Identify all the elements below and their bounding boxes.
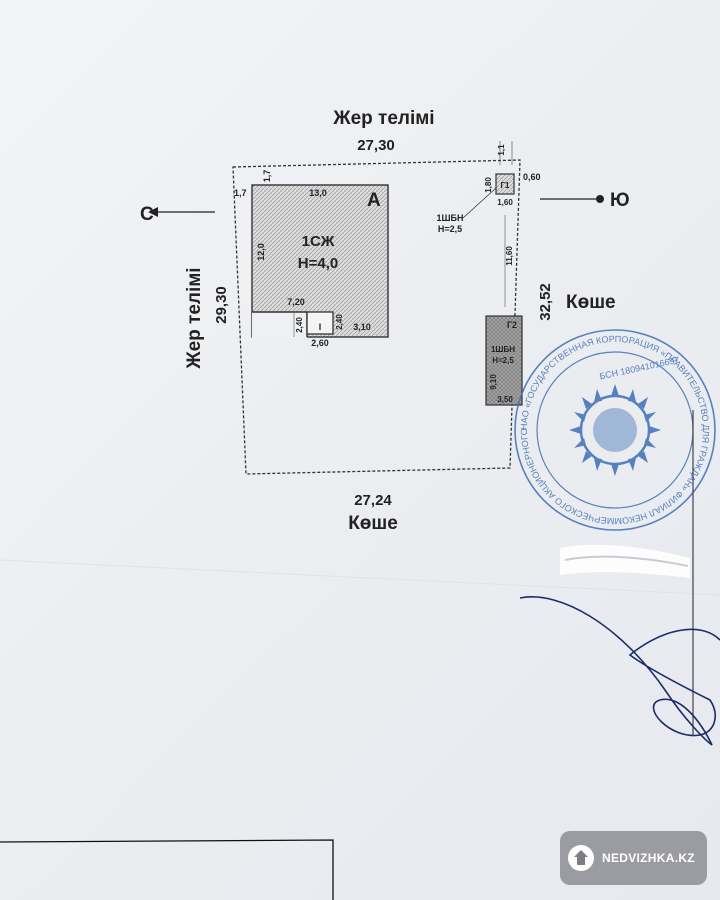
left-neighbor-label: Жер телімі [184, 267, 205, 369]
building-a-height: H=4,0 [298, 255, 338, 272]
stamp-bin: БСН 180941016697 [599, 355, 681, 382]
building-g2 [485, 315, 523, 406]
building-a [251, 184, 389, 338]
left-length-label: 29,30 [213, 286, 230, 324]
building-a-code: 1СЖ [302, 233, 335, 250]
building-a-offset-top: 1,7 [262, 170, 272, 183]
building-a-offset-left: 1,7 [234, 188, 247, 198]
building-a-dim-left: 12,0 [256, 243, 266, 261]
paper-fold [0, 559, 720, 596]
building-g1 [495, 173, 515, 195]
south-arrow [540, 195, 604, 203]
annex-height-left: 2,40 [295, 317, 304, 333]
g1-gap-below: 11,60 [505, 246, 514, 266]
south-label: Ю [610, 190, 630, 211]
watermark-text: NEDVIZHKA.KZ [602, 851, 695, 865]
annex-height-right: 2,40 [335, 314, 344, 330]
g1-letter: Г1 [501, 181, 511, 190]
g1-dim-top: 1,1 [497, 144, 506, 156]
building-a-dim-top: 13,0 [309, 188, 327, 198]
plot-boundary [232, 159, 521, 475]
bottom-length-label: 27,24 [354, 492, 392, 509]
house-icon [568, 845, 594, 871]
g1-height: H=2,5 [438, 224, 462, 234]
g1-code: 1ШБН [436, 213, 463, 223]
stamp-sun-rays-icon [569, 384, 661, 476]
g2-dim-side: 9,10 [489, 374, 498, 390]
annex-width: 2,60 [311, 338, 329, 348]
bottom-street-label: Көше [348, 513, 398, 534]
g1-dim-right: 0,60 [523, 172, 541, 182]
g2-code: 1ШБН [491, 345, 515, 354]
building-a-cutout [252, 312, 307, 338]
top-length-label: 27,30 [357, 137, 395, 154]
annex-letter: I [319, 322, 322, 332]
signature [519, 596, 720, 746]
seal-twist [564, 555, 689, 567]
annex-i [306, 311, 334, 335]
g1-leader [462, 187, 497, 219]
north-label: С [140, 204, 154, 225]
seal-strip [560, 544, 690, 578]
right-length-label: 32,52 [537, 283, 554, 321]
g1-dim-bottom: 1,60 [497, 198, 513, 207]
g2-height: H=2,5 [492, 356, 514, 365]
annex-right-dim: 3,10 [353, 322, 371, 332]
building-a-dim-bottom: 7,20 [287, 297, 305, 307]
table-corner [0, 839, 334, 900]
g1-dim-side: 1,80 [484, 177, 493, 193]
building-a-letter: А [367, 190, 381, 211]
north-arrow [148, 207, 215, 217]
top-neighbor-label: Жер телімі [332, 108, 434, 129]
watermark-badge: NEDVIZHKA.KZ [560, 831, 707, 885]
right-street-label: Көше [566, 292, 616, 313]
g2-dim-bottom: 3,50 [497, 395, 513, 404]
g2-letter: Г2 [507, 320, 517, 330]
